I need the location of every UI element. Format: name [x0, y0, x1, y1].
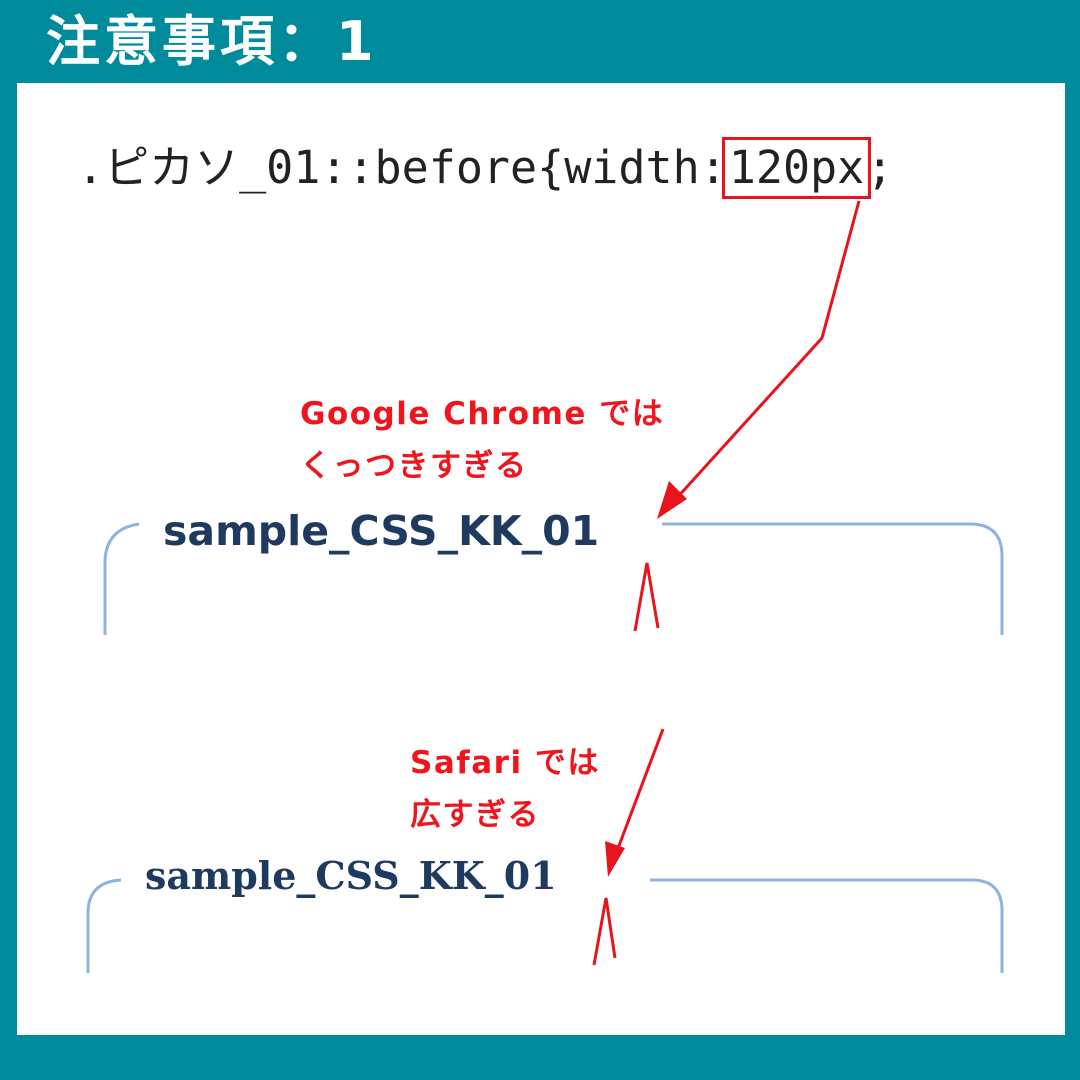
chrome-note-line2: くっつきすぎる: [300, 448, 528, 484]
chrome-frame-left: [103, 522, 140, 635]
highlighted-width-value: 120px: [721, 137, 872, 199]
safari-note-line1: Safari では: [410, 745, 600, 781]
safari-note-line2: 広すぎる: [410, 797, 540, 833]
safari-gap-marker: [592, 897, 617, 966]
css-code-line: .ピカソ_01::before{width:120px;: [77, 133, 893, 203]
safari-sample-heading: sample_CSS_KK_01: [145, 853, 557, 898]
chrome-note-line1: Google Chrome では: [300, 396, 665, 432]
chrome-arrow-line: [673, 200, 861, 502]
annotation-graphics: [86, 200, 1004, 973]
chrome-sample-heading: sample_CSS_KK_01: [163, 507, 600, 555]
chrome-note: Google Chrome では くっつきすぎる: [300, 388, 664, 492]
safari-frame-right: [650, 878, 1004, 973]
safari-arrow-line: [615, 728, 665, 852]
css-code-suffix: ;: [866, 141, 894, 194]
safari-frame-left: [86, 878, 122, 973]
chrome-arrow-head: [657, 481, 687, 519]
chrome-gap-marker: [633, 562, 660, 632]
safari-arrow-head: [605, 841, 625, 877]
css-code-prefix: .ピカソ_01::before{width:: [77, 141, 727, 194]
safari-note: Safari では 広すぎる: [410, 737, 600, 841]
content-panel: .ピカソ_01::before{width:120px; Google Chro…: [17, 83, 1065, 1035]
chrome-frame-right: [662, 522, 1004, 635]
page-title: 注意事項：1: [46, 10, 378, 73]
